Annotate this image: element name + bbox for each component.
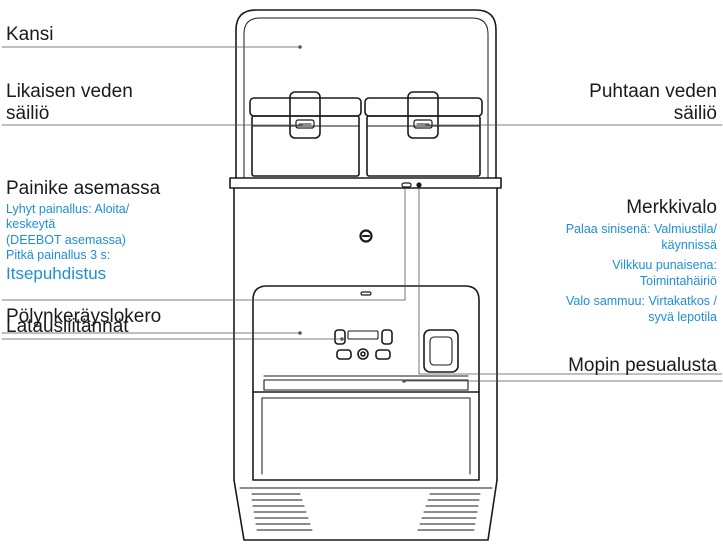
indicator-light — [416, 182, 422, 188]
ecovacs-logo-icon — [359, 229, 373, 243]
station-button — [401, 182, 412, 188]
dust-compartment — [252, 285, 480, 393]
indicator-desc-1: Palaa sinisenä: Valmiustila/ — [565, 222, 717, 236]
leader-indicator — [418, 188, 723, 375]
indicator-desc-2: käynnissä — [661, 238, 717, 252]
clean-water-tank — [364, 91, 483, 177]
label-dirty-tank-line1: Likaisen veden — [6, 81, 133, 102]
ramp-grip-right — [417, 493, 481, 531]
label-charging-contacts: Latausliitännät — [6, 316, 129, 337]
dirty-water-tank — [249, 91, 362, 177]
side-module — [423, 329, 459, 373]
station-button-desc-3: (DEEBOT asemassa) — [6, 233, 126, 247]
station-body — [233, 187, 498, 481]
dock-bay — [252, 391, 480, 481]
mop-washing-tray — [263, 375, 469, 393]
lid-housing — [235, 9, 497, 179]
indicator-desc-3: Vilkkuu punaisena: — [612, 258, 717, 272]
label-indicator: Merkkivalo — [626, 197, 717, 218]
indicator-desc-6: syvä lepotila — [648, 310, 717, 324]
label-mop-tray: Mopin pesualusta — [568, 355, 717, 376]
label-self-clean: Itsepuhdistus — [6, 264, 107, 283]
station-button-desc-2: keskeytä — [6, 217, 56, 231]
label-dust-compartment: Pölynkeräyslokero — [6, 306, 162, 327]
indicator-desc-4: Toimintahäiriö — [639, 274, 717, 288]
label-clean-tank-line1: Puhtaan veden — [589, 81, 717, 102]
indicator-desc-5: Valo sammuu: Virtakatkos / — [566, 294, 717, 308]
label-dirty-tank-line2: säiliö — [6, 103, 50, 124]
station-button-desc-4: Pitkä painallus 3 s: — [6, 248, 111, 262]
label-lid: Kansi — [6, 24, 54, 45]
station-button-desc-1: Lyhyt painallus: Aloita/ — [6, 202, 130, 216]
label-clean-tank-line2: säiliö — [673, 103, 717, 124]
leader-lines — [1, 46, 723, 382]
leader-station-button — [1, 188, 406, 301]
label-station-button: Painike asemassa — [6, 178, 161, 199]
ramp-grip-left — [251, 493, 313, 531]
base-ramp — [233, 479, 498, 541]
charging-contacts — [334, 329, 393, 360]
leader-dots — [298, 45, 429, 383]
body-band — [229, 177, 502, 189]
